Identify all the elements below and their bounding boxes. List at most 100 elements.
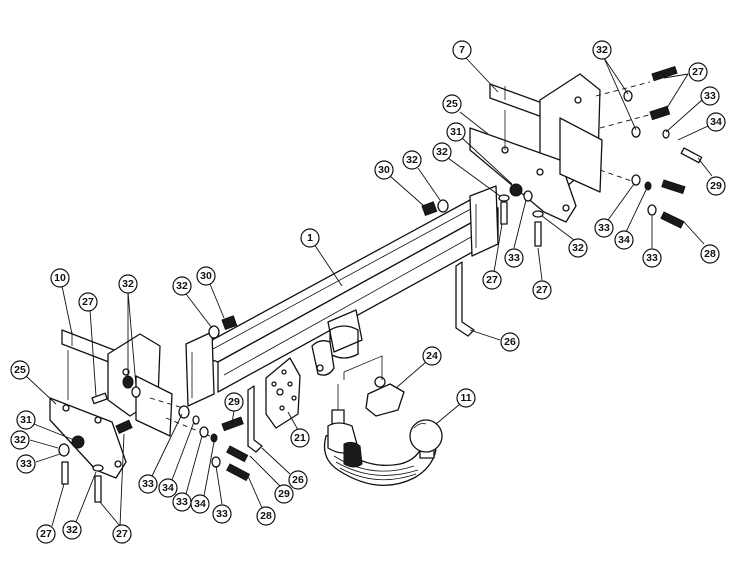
callout-34: 34 xyxy=(190,441,215,514)
svg-text:21: 21 xyxy=(294,432,306,444)
svg-text:33: 33 xyxy=(704,90,716,102)
socket-plate-21 xyxy=(265,357,301,429)
callout-32: 32 xyxy=(10,430,59,450)
callout-29: 29 xyxy=(249,455,294,504)
svg-text:27: 27 xyxy=(82,296,94,308)
svg-text:33: 33 xyxy=(20,458,32,470)
bracket-26-right xyxy=(455,261,475,337)
svg-text:32: 32 xyxy=(66,524,78,536)
svg-text:27: 27 xyxy=(536,284,548,296)
callout-32: 32 xyxy=(592,40,637,131)
svg-text:32: 32 xyxy=(122,278,134,290)
left-bracket-25 xyxy=(49,375,173,479)
svg-text:27: 27 xyxy=(116,528,128,540)
electrical-socket-24 xyxy=(343,355,405,417)
svg-text:32: 32 xyxy=(176,280,188,292)
callouts: 7 32 27 33 34 25 31 32 30 32 29 33 34 33… xyxy=(10,40,726,544)
svg-text:34: 34 xyxy=(618,234,630,246)
callout-27: 27 xyxy=(532,247,552,300)
svg-text:32: 32 xyxy=(14,434,26,446)
svg-text:27: 27 xyxy=(40,528,52,540)
callout-34: 34 xyxy=(158,421,195,498)
callout-1: 1 xyxy=(300,228,343,287)
svg-text:28: 28 xyxy=(260,510,272,522)
callout-27: 27 xyxy=(661,62,708,117)
right-bracket-25 xyxy=(469,117,603,223)
ball-hitch-11 xyxy=(323,384,443,487)
svg-text:28: 28 xyxy=(704,248,716,260)
callout-26: 26 xyxy=(261,447,308,490)
bracket-26-left xyxy=(247,385,263,453)
callout-10: 10 xyxy=(50,268,73,335)
svg-text:26: 26 xyxy=(292,474,304,486)
callout-30: 30 xyxy=(374,160,425,207)
svg-text:25: 25 xyxy=(446,98,458,110)
callout-27: 27 xyxy=(482,223,503,290)
callout-31: 31 xyxy=(446,122,513,185)
callout-30: 30 xyxy=(196,266,225,319)
svg-text:34: 34 xyxy=(710,116,722,128)
svg-text:32: 32 xyxy=(436,146,448,158)
callout-7: 7 xyxy=(452,40,499,93)
left-fasteners xyxy=(58,315,251,503)
callout-33: 33 xyxy=(642,216,662,268)
right-fasteners xyxy=(421,65,703,247)
callout-32: 32 xyxy=(62,471,97,540)
svg-text:27: 27 xyxy=(486,274,498,286)
svg-text:26: 26 xyxy=(504,336,516,348)
callout-33: 33 xyxy=(212,465,232,524)
callout-24: 24 xyxy=(395,346,442,389)
svg-text:33: 33 xyxy=(142,478,154,490)
callout-21: 21 xyxy=(287,411,310,448)
callout-32: 32 xyxy=(402,150,441,201)
svg-text:33: 33 xyxy=(508,252,520,264)
callout-29: 29 xyxy=(697,157,726,196)
svg-text:30: 30 xyxy=(200,270,212,282)
callout-32: 32 xyxy=(541,215,588,258)
callout-34: 34 xyxy=(677,112,726,141)
svg-text:31: 31 xyxy=(20,414,32,426)
callout-27: 27 xyxy=(78,292,98,397)
callout-26: 26 xyxy=(469,329,520,352)
callout-34: 34 xyxy=(614,189,647,250)
svg-text:31: 31 xyxy=(450,126,462,138)
svg-text:1: 1 xyxy=(307,232,313,244)
callout-27: 27 xyxy=(99,433,132,544)
callout-25: 25 xyxy=(442,94,489,135)
callout-32: 32 xyxy=(118,274,138,387)
svg-text:25: 25 xyxy=(14,364,26,376)
svg-text:29: 29 xyxy=(228,396,240,408)
svg-text:34: 34 xyxy=(162,482,174,494)
callout-11: 11 xyxy=(435,388,476,425)
callout-32: 32 xyxy=(432,142,501,197)
callout-29: 29 xyxy=(224,392,244,425)
svg-text:33: 33 xyxy=(646,252,658,264)
main-cross-beam xyxy=(185,185,499,407)
svg-text:33: 33 xyxy=(216,508,228,520)
callout-33: 33 xyxy=(16,453,61,474)
svg-text:27: 27 xyxy=(692,66,704,78)
callout-33: 33 xyxy=(172,435,203,512)
svg-text:29: 29 xyxy=(710,180,722,192)
callout-25: 25 xyxy=(10,360,57,405)
callout-28: 28 xyxy=(247,475,276,526)
svg-text:11: 11 xyxy=(460,392,471,404)
svg-text:34: 34 xyxy=(194,498,206,510)
callout-33: 33 xyxy=(138,413,183,494)
callout-28: 28 xyxy=(683,221,720,264)
svg-text:32: 32 xyxy=(572,242,584,254)
callout-33: 33 xyxy=(665,86,720,133)
svg-text:7: 7 xyxy=(459,44,465,56)
svg-text:10: 10 xyxy=(54,272,66,284)
svg-text:32: 32 xyxy=(596,44,608,56)
callout-31: 31 xyxy=(16,410,75,441)
svg-text:33: 33 xyxy=(176,496,188,508)
callout-27: 27 xyxy=(36,483,65,544)
callout-32: 32 xyxy=(172,276,213,329)
svg-text:32: 32 xyxy=(406,154,418,166)
callout-33: 33 xyxy=(504,199,527,268)
svg-text:24: 24 xyxy=(426,350,438,362)
callout-33: 33 xyxy=(594,183,635,238)
svg-text:29: 29 xyxy=(278,488,290,500)
